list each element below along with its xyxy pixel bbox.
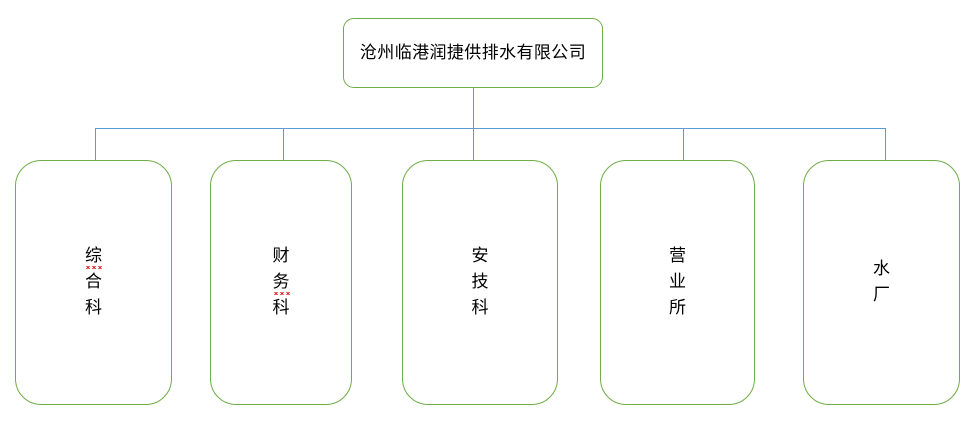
org-node-root[interactable]: 沧州临港润捷供排水有限公司 (343, 18, 603, 88)
org-node-child-3-label: 安技科 (472, 244, 489, 322)
label-char: 合 (85, 271, 102, 292)
label-char: 营 (669, 245, 686, 266)
org-node-root-label: 沧州临港润捷供排水有限公司 (359, 42, 587, 63)
label-char: 厂 (873, 284, 890, 305)
org-node-child-4-label: 营业所 (669, 244, 686, 322)
connector-drop-5 (884, 128, 886, 161)
org-node-child-4[interactable]: 营业所 (600, 160, 755, 405)
label-char: 安 (471, 245, 489, 266)
label-char: 综 (85, 244, 102, 270)
org-node-child-3[interactable]: 安技科 (402, 160, 558, 405)
connector-drop-4 (682, 128, 684, 161)
connector-drop-1 (94, 128, 96, 161)
org-node-child-5[interactable]: 水厂 (803, 160, 960, 405)
org-node-child-5-label: 水厂 (873, 257, 890, 309)
label-char: 科 (471, 297, 489, 318)
label-char: 财 (272, 245, 290, 266)
org-node-child-2[interactable]: 财务科 (210, 160, 352, 405)
label-char: 务 (272, 270, 290, 296)
label-char: 技 (471, 271, 489, 292)
label-char: 水 (873, 258, 890, 279)
label-char: 所 (669, 297, 686, 318)
connector-horizontal-bus (95, 127, 886, 129)
connector-drop-3 (472, 128, 474, 161)
label-char: 科 (272, 297, 290, 318)
org-node-child-2-label: 财务科 (272, 244, 290, 322)
label-char: 业 (669, 271, 686, 292)
label-char: 科 (85, 297, 102, 318)
org-node-child-1-label: 综合科 (85, 244, 102, 322)
org-node-child-1[interactable]: 综合科 (15, 160, 172, 405)
connector-root-stem (472, 88, 474, 128)
connector-drop-2 (282, 128, 284, 161)
